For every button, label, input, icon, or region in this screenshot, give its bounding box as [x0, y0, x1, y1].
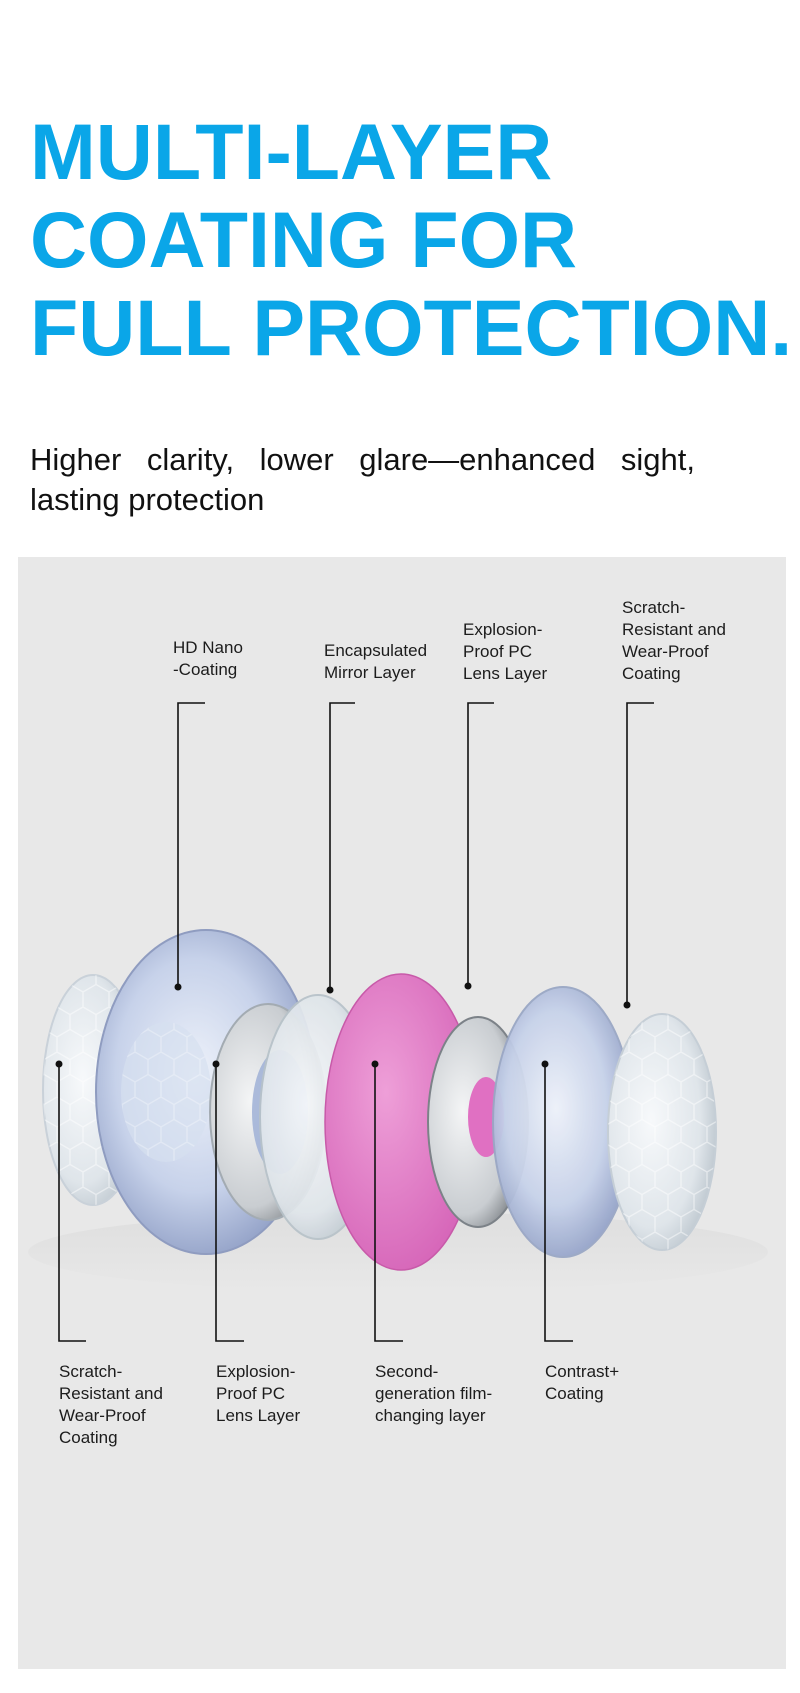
label-explosion-proof-bottom: Explosion- Proof PC Lens Layer — [216, 1362, 301, 1425]
headline-line-1: MULTI-LAYER — [30, 107, 553, 196]
label-contrast-plus: Contrast+ Coating — [545, 1362, 620, 1403]
label-scratch-resistant-top: Scratch- Resistant and Wear-Proof Coatin… — [622, 598, 726, 683]
label-film-changing: Second- generation film- changing layer — [375, 1362, 493, 1425]
headline: MULTI-LAYER COATING FOR FULL PROTECTION. — [30, 108, 792, 372]
lens-layers-diagram: HD Nano -Coating Encapsulated Mirror Lay… — [18, 557, 786, 1669]
label-hd-nano-coating: HD Nano -Coating — [173, 638, 243, 679]
subtitle: Higher clarity, lower glare—enhanced sig… — [30, 442, 695, 517]
headline-line-2: COATING FOR — [30, 195, 578, 284]
lens-layers-illustration — [28, 702, 768, 1342]
label-encapsulated-mirror: Encapsulated Mirror Layer — [324, 641, 428, 682]
label-scratch-resistant-bottom: Scratch- Resistant and Wear-Proof Coatin… — [59, 1362, 163, 1447]
label-explosion-proof-top: Explosion- Proof PC Lens Layer — [463, 620, 548, 683]
headline-line-3: FULL PROTECTION. — [30, 283, 793, 372]
